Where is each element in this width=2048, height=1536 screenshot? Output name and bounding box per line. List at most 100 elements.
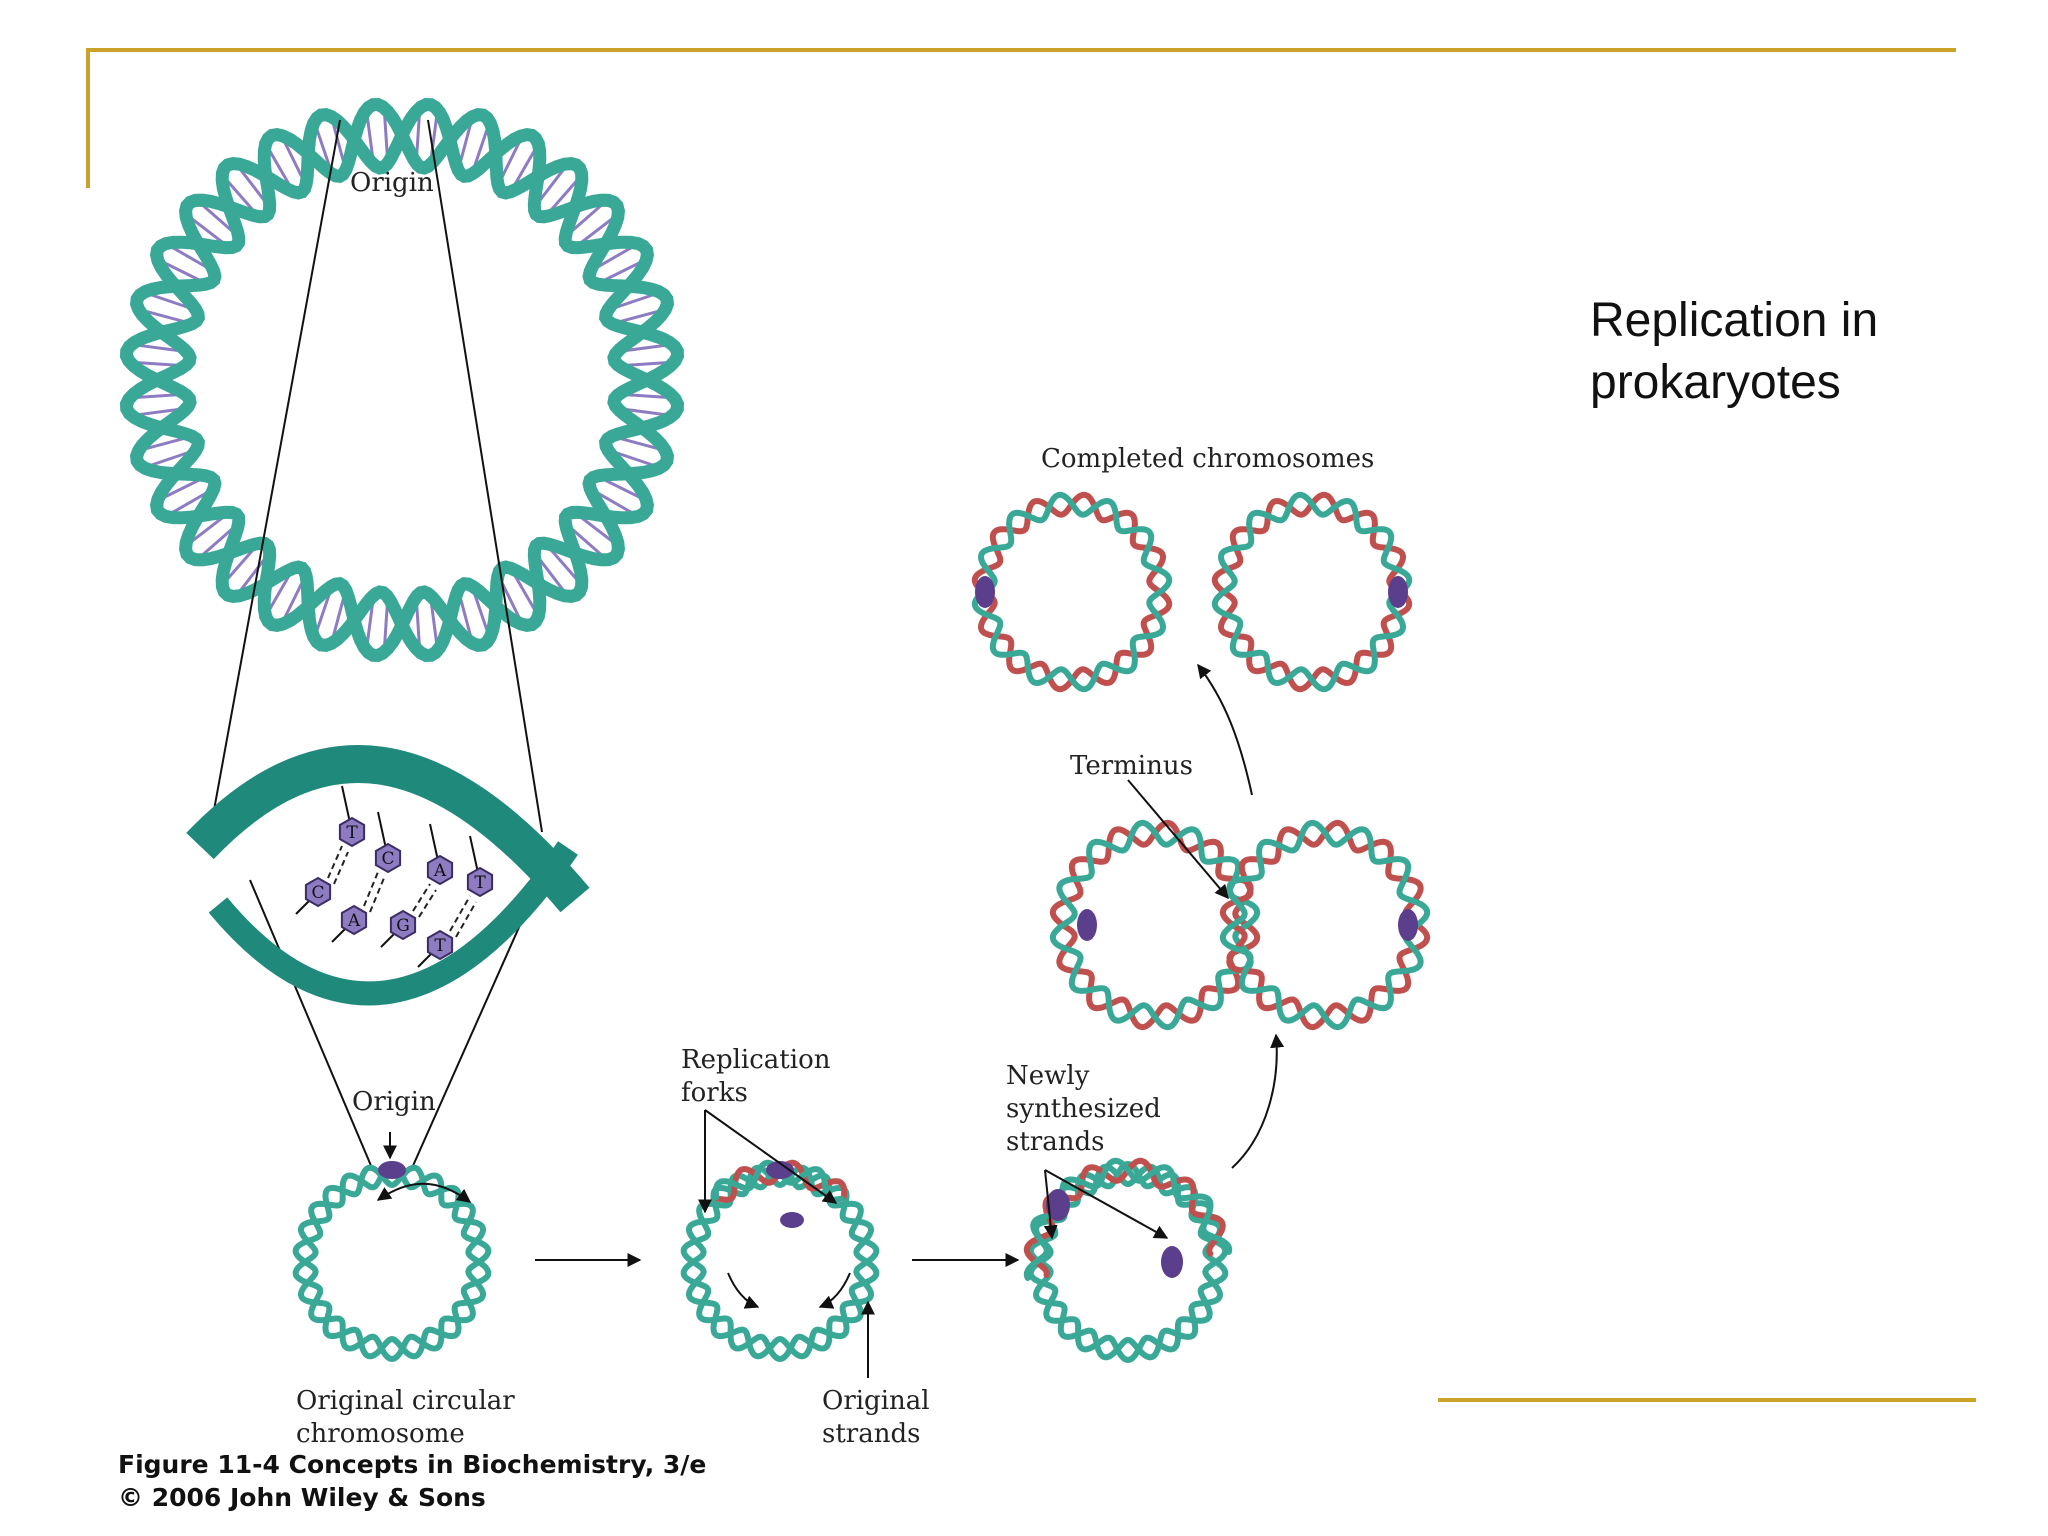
hydrogen-bond <box>412 883 431 912</box>
base-pair <box>223 176 258 215</box>
base-pair <box>135 407 183 417</box>
base-pair <box>198 201 237 236</box>
hydrogen-bond <box>455 901 477 938</box>
base-pair <box>615 435 662 451</box>
base-pair <box>168 244 212 271</box>
base-pair <box>281 138 306 183</box>
diagram-labels: Origin Completed chromosomes Terminus Re… <box>296 168 1374 1449</box>
nucleotide-base <box>338 816 366 848</box>
base-letter: C <box>381 849 394 869</box>
big-ring-base-pairs <box>133 111 671 649</box>
big-ring-strand-b <box>119 97 685 663</box>
base-pair <box>592 489 636 516</box>
base-pair <box>511 570 538 614</box>
hydrogen-bond <box>363 871 379 907</box>
fork-marker <box>766 1161 794 1179</box>
base-letter: T <box>346 823 358 843</box>
base-pair <box>621 343 669 353</box>
completed-chromosome-left-strand-b <box>971 491 1173 693</box>
left-gold-rule <box>86 48 90 188</box>
caption-line-2: © 2006 John Wiley & Sons <box>118 1483 486 1512</box>
base-pair <box>331 120 347 167</box>
big-ring <box>119 97 685 663</box>
fork-marker <box>1161 1246 1183 1278</box>
bottom-gold-rule <box>1438 1398 1976 1402</box>
base-pair <box>567 201 606 236</box>
hydrogen-bond <box>449 895 471 932</box>
label-completed-chromosomes: Completed chromosomes <box>1041 444 1374 474</box>
base-pair <box>142 435 189 451</box>
base-pair <box>365 113 375 161</box>
label-chromosome: chromosome <box>296 1419 465 1449</box>
nucleotide-base <box>374 842 402 874</box>
hydrogen-bond <box>333 851 349 885</box>
base-pair <box>365 599 375 647</box>
base-pair <box>142 309 189 325</box>
base-pair <box>160 259 205 284</box>
base-pair <box>237 165 269 206</box>
base-pair <box>266 146 293 190</box>
origin-marker <box>1388 576 1408 608</box>
base-letter: T <box>434 936 446 956</box>
label-synthesized: synthesized <box>1006 1094 1161 1124</box>
hydrogen-bond <box>418 889 437 918</box>
caption-line-1: Figure 11-4 Concepts in Biochemistry, 3/… <box>118 1450 707 1479</box>
replication-stages <box>292 491 1431 1364</box>
completed-chromosome-right-strand-b <box>1211 491 1413 693</box>
base-pair <box>611 449 657 468</box>
label-new-strands: strands <box>1006 1127 1104 1157</box>
label-replication: Replication <box>681 1045 831 1075</box>
nucleotide-pair: CT <box>295 785 366 915</box>
base-pair <box>429 599 439 647</box>
nucleotide-base <box>340 904 368 936</box>
label-terminus: Terminus <box>1070 751 1193 781</box>
base-letter: T <box>474 873 486 893</box>
replicating-chromosome-original <box>680 1161 880 1363</box>
completed-chromosome-right-strand-a <box>1211 491 1413 693</box>
label-original-strands: strands <box>822 1419 920 1449</box>
base-pair <box>160 476 205 501</box>
base-pair <box>281 577 306 622</box>
origin-marker <box>378 1161 406 1179</box>
base-pair <box>535 554 567 595</box>
hydrogen-bond <box>369 877 385 913</box>
base-pair <box>498 138 523 183</box>
replicating-chromosome-original-strand-b <box>680 1161 880 1360</box>
label-forks: forks <box>681 1078 748 1108</box>
completed-chromosome-left-strand-a <box>971 491 1173 693</box>
fork-marker <box>780 1212 804 1228</box>
base-pair <box>546 545 581 584</box>
base-pair <box>576 215 617 247</box>
origin-marker <box>1077 909 1097 941</box>
hydrogen-bond <box>327 845 343 879</box>
base-pair <box>599 476 644 501</box>
base-pair <box>314 589 333 635</box>
figure-caption: Figure 11-4 Concepts in Biochemistry, 3/… <box>118 1448 706 1514</box>
base-pair <box>198 524 237 559</box>
nucleotide-pair: GA <box>380 823 454 948</box>
process-arrows <box>376 663 1285 1378</box>
base-letter: A <box>433 861 447 881</box>
completed-chromosome-right <box>1211 491 1413 693</box>
zoom-lines <box>209 119 543 1169</box>
base-pair <box>237 554 269 595</box>
nucleotide-pair: TT <box>417 835 494 968</box>
base-letter: A <box>347 911 361 931</box>
base-pair <box>429 113 439 161</box>
base-pair <box>457 593 473 640</box>
label-original: Original <box>822 1386 930 1416</box>
theta-right-ring <box>1219 819 1431 1031</box>
theta-right-ring-strand-a <box>1219 819 1431 1031</box>
base-pair <box>187 215 228 247</box>
label-newly: Newly <box>1006 1061 1090 1091</box>
large-circular-chromosome <box>119 97 685 663</box>
top-gold-rule <box>86 48 1956 52</box>
base-pair <box>511 146 538 190</box>
base-pair <box>615 309 662 325</box>
label-original-circular: Original circular <box>296 1386 515 1416</box>
base-pair <box>223 545 258 584</box>
base-pair <box>147 449 193 468</box>
